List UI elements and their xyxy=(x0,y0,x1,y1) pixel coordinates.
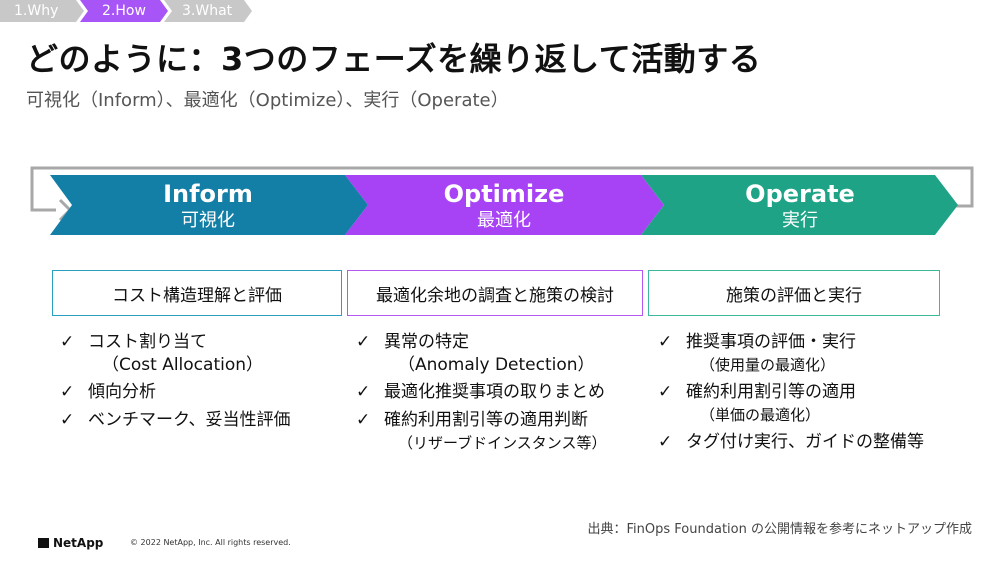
list-item: ✓ 推奨事項の評価・実行 （使用量の最適化） xyxy=(656,330,924,376)
list-item-text: 傾向分析 xyxy=(88,382,156,402)
phase-arrow-optimize xyxy=(345,175,664,235)
list-item: ✓ 傾向分析 xyxy=(58,380,290,404)
list-item: ✓ 確約利用割引等の適用判断 （リザーブドインスタンス等） xyxy=(354,408,607,454)
breadcrumb-step-why-shape[interactable] xyxy=(0,0,84,22)
phase-arrow-inform xyxy=(50,175,368,235)
check-icon: ✓ xyxy=(658,382,673,402)
list-item-text: ベンチマーク、妥当性評価 xyxy=(88,410,291,430)
phase-box-inform: コスト構造理解と評価 xyxy=(52,270,342,316)
list-item: ✓ 確約利用割引等の適用 （単価の最適化） xyxy=(656,380,924,426)
phase-jp-optimize: 最適化 xyxy=(477,210,531,231)
list-item: ✓ タグ付け実行、ガイドの整備等 xyxy=(656,430,924,454)
netapp-logo-icon xyxy=(38,538,49,548)
copyright-notice: © 2022 NetApp, Inc. All rights reserved. xyxy=(130,538,291,547)
phase-jp-inform: 可視化 xyxy=(181,210,235,231)
list-item-sub: （リザーブドインスタンス等） xyxy=(398,434,607,452)
phase-name-optimize: Optimize xyxy=(444,180,565,208)
list-item-text: タグ付け実行、ガイドの整備等 xyxy=(686,432,924,452)
list-item: ✓ コスト割り当て （Cost Allocation） xyxy=(58,330,290,376)
list-item-sub: （Cost Allocation） xyxy=(102,355,264,375)
list-item-text: 最適化推奨事項の取りまとめ xyxy=(384,382,605,402)
operate-activity-list: ✓ 推奨事項の評価・実行 （使用量の最適化） ✓ 確約利用割引等の適用 （単価の… xyxy=(656,330,924,458)
list-item: ✓ 異常の特定 （Anomaly Detection） xyxy=(354,330,607,376)
page-subtitle: 可視化（Inform）、最適化（Optimize）、実行（Operate） xyxy=(26,90,509,111)
list-item-text: 異常の特定 xyxy=(384,332,469,352)
phase-box-operate: 施策の評価と実行 xyxy=(648,270,940,316)
list-item-sub: （使用量の最適化） xyxy=(700,356,836,374)
page-title: どのように：3つのフェーズを繰り返して活動する xyxy=(26,40,762,78)
list-item-text: 確約利用割引等の適用判断 xyxy=(384,410,588,430)
breadcrumb-step-how-shape[interactable] xyxy=(80,0,168,22)
list-item-sub: （Anomaly Detection） xyxy=(398,355,595,375)
cycle-loop-line xyxy=(30,166,974,212)
breadcrumb-step-how[interactable]: 2.How xyxy=(102,3,146,19)
check-icon: ✓ xyxy=(60,382,75,402)
check-icon: ✓ xyxy=(356,382,371,402)
inform-activity-list: ✓ コスト割り当て （Cost Allocation） ✓ 傾向分析 ✓ ベンチ… xyxy=(58,330,290,436)
list-item-sub: （単価の最適化） xyxy=(700,406,821,424)
netapp-logo-text: NetApp xyxy=(53,536,104,550)
phase-name-inform: Inform xyxy=(163,180,253,208)
list-item-text: 推奨事項の評価・実行 xyxy=(686,332,856,352)
check-icon: ✓ xyxy=(658,432,673,452)
source-note: 出典：FinOps Foundation の公開情報を参考にネットアップ作成 xyxy=(587,522,972,537)
breadcrumb-step-what[interactable]: 3.What xyxy=(182,3,233,19)
optimize-activity-list: ✓ 異常の特定 （Anomaly Detection） ✓ 最適化推奨事項の取り… xyxy=(354,330,607,458)
phase-box-optimize: 最適化余地の調査と施策の検討 xyxy=(347,270,643,316)
phase-jp-operate: 実行 xyxy=(782,210,818,231)
list-item-text: コスト割り当て xyxy=(88,332,207,352)
phase-arrow-operate xyxy=(641,175,958,235)
check-icon: ✓ xyxy=(356,410,371,430)
phase-name-operate: Operate xyxy=(745,180,855,208)
check-icon: ✓ xyxy=(60,410,75,430)
breadcrumb-step-what-shape[interactable] xyxy=(164,0,252,22)
netapp-logo: NetApp xyxy=(38,536,103,550)
list-item: ✓ ベンチマーク、妥当性評価 xyxy=(58,408,290,432)
check-icon: ✓ xyxy=(60,332,75,352)
list-item: ✓ 最適化推奨事項の取りまとめ xyxy=(354,380,607,404)
list-item-text: 確約利用割引等の適用 xyxy=(686,382,856,402)
check-icon: ✓ xyxy=(658,332,673,352)
breadcrumb-shapes xyxy=(0,0,252,22)
check-icon: ✓ xyxy=(356,332,371,352)
breadcrumb-step-why[interactable]: 1.Why xyxy=(14,3,59,19)
phase-flow-diagram: Inform 可視化 Optimize 最適化 Operate 実行 xyxy=(30,166,974,235)
